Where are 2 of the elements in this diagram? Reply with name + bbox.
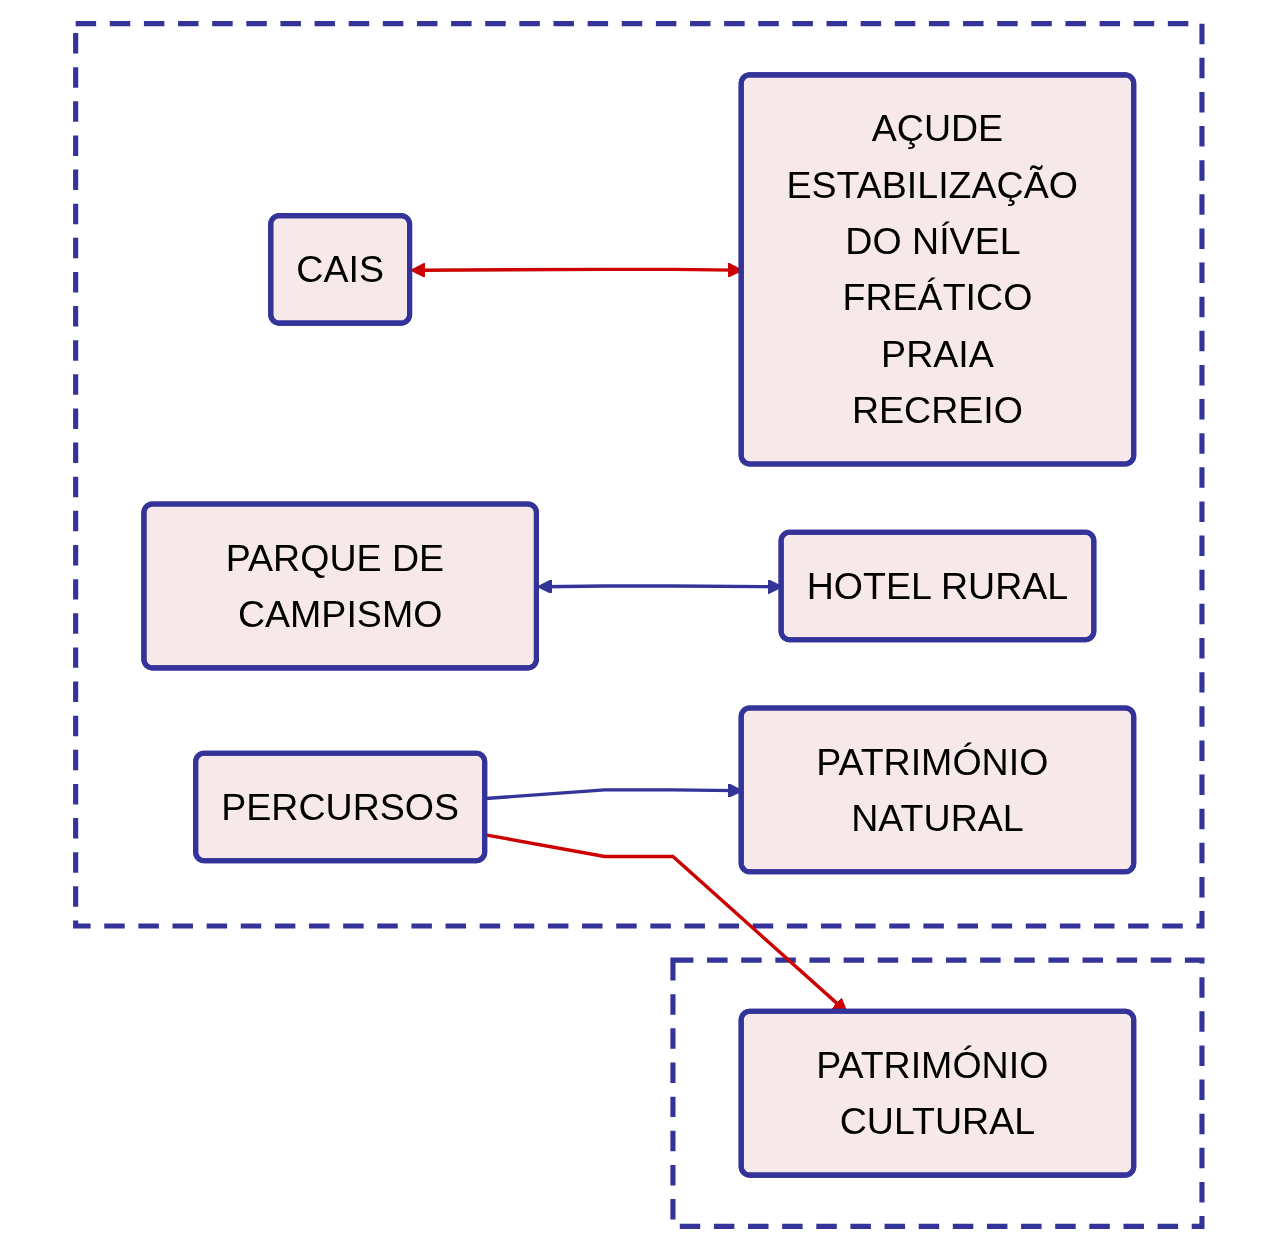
cluster [670,957,1205,1229]
cluster [72,21,1205,929]
